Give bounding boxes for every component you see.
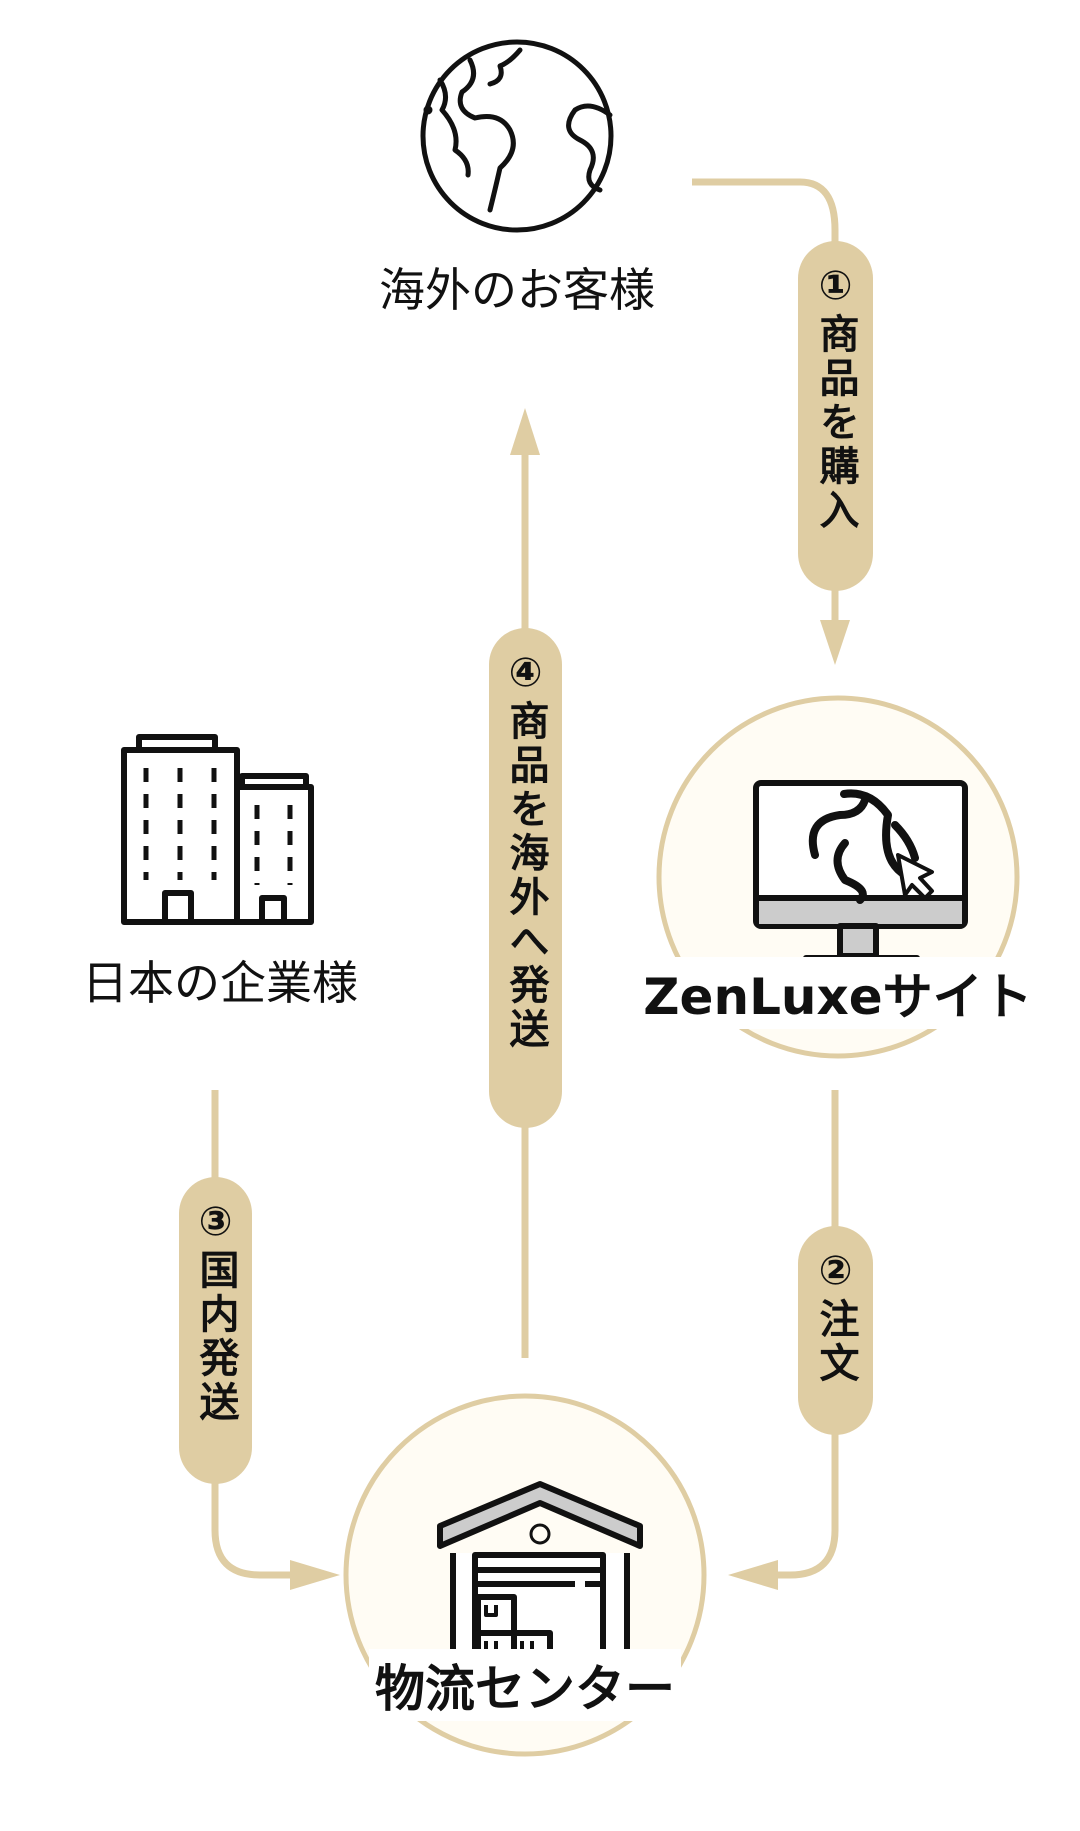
step3-pill: ③国内発送 xyxy=(179,1177,252,1484)
building-icon xyxy=(121,734,314,925)
monitor-icon xyxy=(753,780,968,961)
step1-label: ①商品を購入 xyxy=(812,263,859,533)
step4-label: ④商品を海外へ発送 xyxy=(502,650,549,1052)
arrowhead-step4 xyxy=(510,408,540,455)
step2-label: ②注文 xyxy=(812,1248,859,1386)
globe-icon xyxy=(420,39,614,233)
connector-step3 xyxy=(211,1090,300,1579)
step1-pill: ①商品を購入 xyxy=(798,241,873,591)
node-zenluxe-site-label: ZenLuxeサイト xyxy=(637,957,1039,1029)
step4-pill: ④商品を海外へ発送 xyxy=(489,628,562,1128)
step3-label: ③国内発送 xyxy=(192,1199,239,1425)
connector-step1 xyxy=(692,178,839,640)
arrowhead-step3 xyxy=(290,1560,340,1590)
node-japan-company-label: 日本の企業様 xyxy=(82,956,358,1010)
node-overseas-customer-label: 海外のお客様 xyxy=(379,263,655,317)
arrowhead-step2 xyxy=(728,1560,778,1590)
node-logistics-center-label: 物流センター xyxy=(369,1649,681,1721)
connector-step2 xyxy=(770,1090,839,1579)
step2-pill: ②注文 xyxy=(798,1226,873,1435)
arrowhead-step1 xyxy=(820,620,850,665)
